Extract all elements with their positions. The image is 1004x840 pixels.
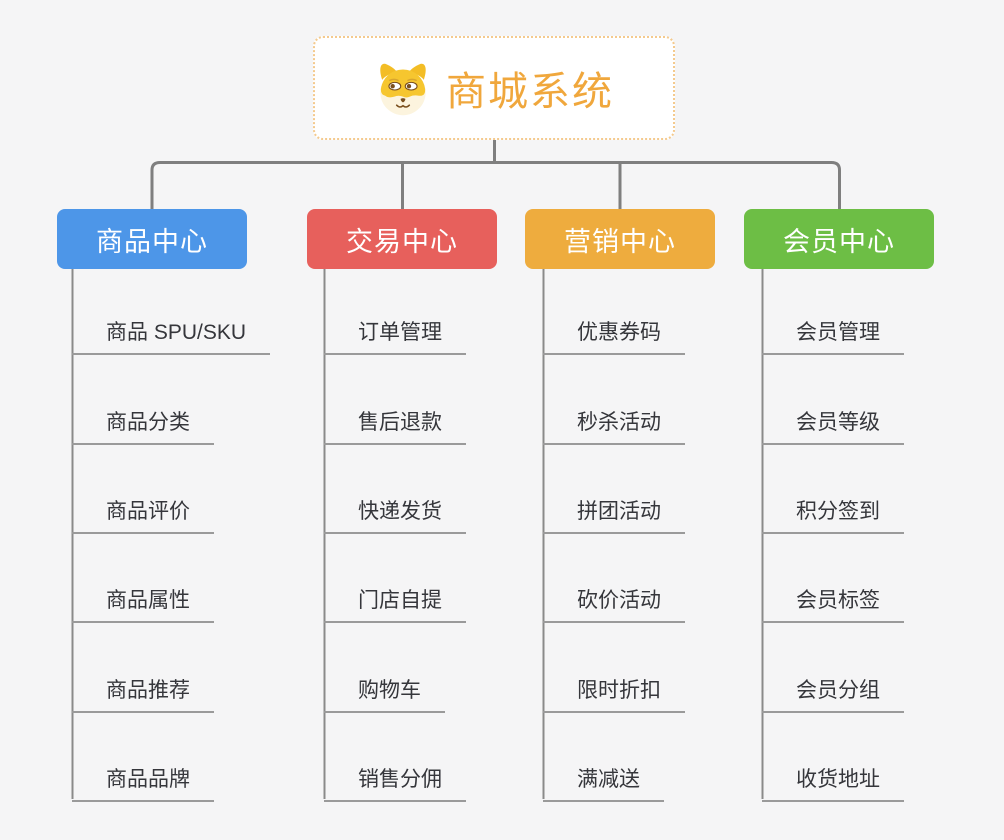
branch-children-member-center: 会员管理 会员等级 积分签到 会员标签 会员分组 收货地址 [762, 269, 1004, 809]
leaf-node[interactable]: 售后退款 [324, 407, 466, 445]
branch-node-member-center[interactable]: 会员中心 [744, 209, 934, 269]
leaf-node[interactable]: 会员标签 [762, 585, 904, 623]
root-node-label: 商城系统 [446, 70, 614, 114]
leaf-node[interactable]: 收货地址 [762, 764, 904, 802]
leaf-node[interactable]: 会员等级 [762, 407, 904, 445]
leaf-node[interactable]: 门店自提 [324, 585, 466, 623]
leaf-node[interactable]: 商品分类 [72, 407, 214, 445]
leaf-node[interactable]: 商品属性 [72, 585, 214, 623]
leaf-node[interactable]: 拼团活动 [543, 496, 685, 534]
root-branch-connectors [150, 138, 841, 211]
leaf-node[interactable]: 限时折扣 [543, 675, 685, 713]
leaf-node[interactable]: 商品评价 [72, 496, 214, 534]
leaf-node[interactable]: 商品 SPU/SKU [72, 317, 271, 355]
leaf-node[interactable]: 会员管理 [762, 317, 904, 355]
branch-children-marketing-center: 优惠券码 秒杀活动 拼团活动 砍价活动 限时折扣 满减送 [543, 269, 803, 809]
branch-children-trade-center: 订单管理 售后退款 快递发货 门店自提 购物车 销售分佣 [324, 269, 584, 809]
leaf-node[interactable]: 会员分组 [762, 675, 904, 713]
branch-node-marketing-center[interactable]: 营销中心 [525, 209, 715, 269]
branch-children-product-center: 商品 SPU/SKU 商品分类 商品评价 商品属性 商品推荐 商品品牌 [72, 269, 332, 809]
branch-node-product-center[interactable]: 商品中心 [57, 209, 247, 269]
leaf-node[interactable]: 订单管理 [324, 317, 466, 355]
leaf-node[interactable]: 购物车 [324, 675, 445, 713]
leaf-node[interactable]: 满减送 [543, 764, 664, 802]
leaf-node[interactable]: 积分签到 [762, 496, 904, 534]
leaf-node[interactable]: 优惠券码 [543, 317, 685, 355]
leaf-node[interactable]: 销售分佣 [324, 764, 466, 802]
leaf-node[interactable]: 商品品牌 [72, 764, 214, 802]
leaf-node[interactable]: 秒杀活动 [543, 407, 685, 445]
branch-node-trade-center[interactable]: 交易中心 [307, 209, 497, 269]
root-node[interactable]: 商城系统 [313, 36, 675, 140]
shiba-dog-face-icon [374, 59, 432, 117]
leaf-node[interactable]: 砍价活动 [543, 585, 685, 623]
leaf-node[interactable]: 商品推荐 [72, 675, 214, 713]
leaf-node[interactable]: 快递发货 [324, 496, 466, 534]
